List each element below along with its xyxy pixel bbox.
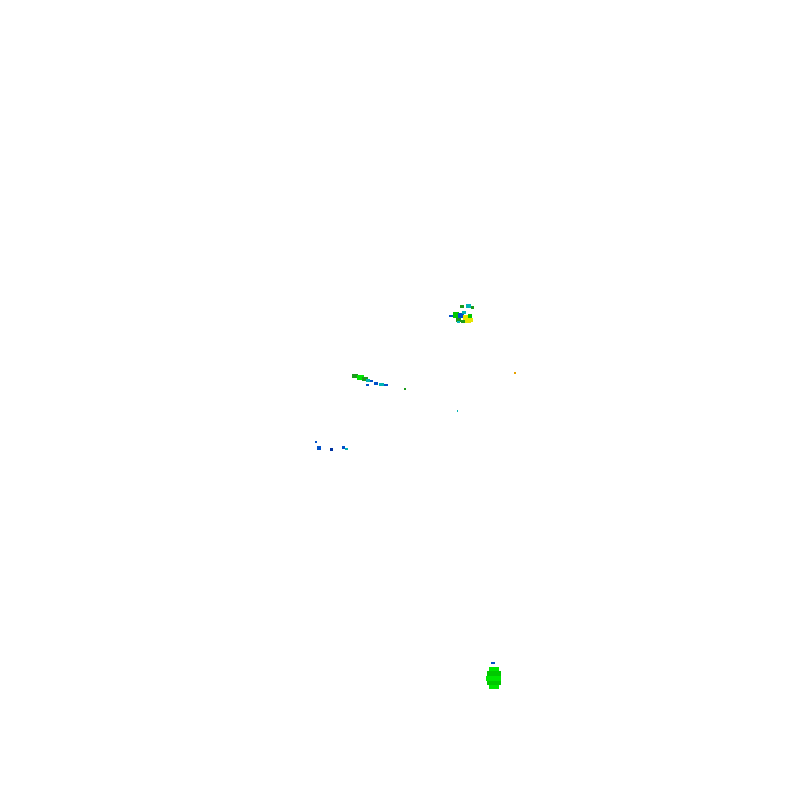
echo-pixel xyxy=(461,320,465,323)
echo-pixel xyxy=(491,662,495,664)
echo-pixel xyxy=(384,384,388,386)
echo-pixel xyxy=(352,374,358,378)
echo-pixel xyxy=(466,304,471,308)
echo-pixel xyxy=(470,318,473,322)
echo-pixel xyxy=(514,372,516,374)
echo-cell-north xyxy=(449,304,474,323)
echo-pixel xyxy=(362,377,368,381)
echo-pixel xyxy=(462,311,466,314)
echo-pixel xyxy=(456,318,461,322)
echo-pixel xyxy=(379,383,384,386)
echo-pixel xyxy=(357,375,364,380)
echo-pixel xyxy=(487,671,501,676)
echo-pixel xyxy=(457,410,458,412)
echo-pixel xyxy=(468,314,472,318)
echo-pixel xyxy=(463,315,471,323)
echo-pixel xyxy=(366,379,370,382)
echo-pixel xyxy=(458,313,464,318)
echo-pixel xyxy=(315,441,317,443)
echo-pixel xyxy=(471,306,474,309)
echo-pixel xyxy=(486,676,501,681)
echo-pixel xyxy=(345,448,348,450)
echo-pixel xyxy=(457,321,460,323)
echo-pixel xyxy=(453,312,459,318)
echo-pixel xyxy=(374,382,378,385)
echo-speck-east xyxy=(457,372,516,412)
echo-band-central xyxy=(352,374,406,390)
echo-pixel xyxy=(317,446,321,450)
echo-pixel xyxy=(342,446,345,449)
echo-pixel xyxy=(489,667,499,671)
echo-pixel xyxy=(489,685,499,689)
echo-pixel xyxy=(366,384,369,386)
echo-cluster-west xyxy=(315,441,348,451)
echo-pixel xyxy=(404,388,406,390)
echo-pixel xyxy=(460,305,464,308)
echo-pixel xyxy=(449,315,453,317)
echo-pixel xyxy=(370,380,373,382)
echo-pixel xyxy=(330,448,333,451)
echo-cell-south xyxy=(486,662,501,689)
echo-pixel xyxy=(487,681,501,685)
